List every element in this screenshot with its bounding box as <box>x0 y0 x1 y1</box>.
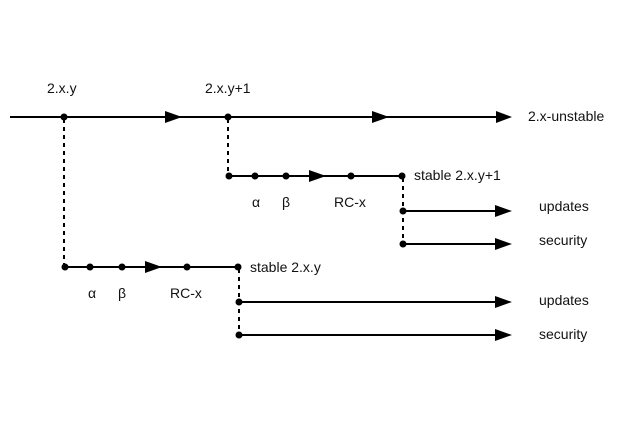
branch-lower-node-beta <box>118 263 126 271</box>
branch-lower-label-stable: stable 2.x.y <box>250 259 321 275</box>
branch-upper-node-rc <box>347 172 355 180</box>
branch-lower-label-updates: updates <box>539 292 589 308</box>
trunk: 2.x.y 2.x.y+1 2.x-unstable <box>10 80 604 124</box>
trunk-arrow-end <box>496 111 512 123</box>
trunk-node-2xy1 <box>224 113 232 121</box>
branch-lower-node-stable <box>234 263 242 271</box>
branch-lower-security-arrow <box>495 329 512 341</box>
branch-upper-security-arrow <box>495 238 512 250</box>
branch-lower-label-alpha: α <box>88 285 96 301</box>
branch-lower-label-rc: RC-x <box>170 285 202 301</box>
branch-lower: α β RC-x stable 2.x.y updates security <box>61 119 589 342</box>
branch-upper-node-start <box>225 172 233 180</box>
branch-lower-node-rc <box>183 263 191 271</box>
trunk-arrow-1 <box>165 111 182 123</box>
branch-lower-updates-arrow <box>495 296 512 308</box>
trunk-arrow-2 <box>372 111 389 123</box>
branch-upper-label-stable: stable 2.x.y+1 <box>414 167 501 183</box>
trunk-node-2xy <box>60 113 68 121</box>
branch-lower-node-start <box>61 263 69 271</box>
trunk-label-unstable: 2.x-unstable <box>528 108 604 124</box>
branch-upper-arrow <box>309 170 326 182</box>
branch-upper-node-beta <box>282 172 290 180</box>
branch-lower-label-security: security <box>539 326 587 342</box>
branch-upper-label-rc: RC-x <box>334 194 366 210</box>
branch-lower-label-beta: β <box>118 285 126 301</box>
branch-upper-node-stable <box>398 172 406 180</box>
trunk-label-2xy1: 2.x.y+1 <box>205 80 251 96</box>
branch-upper-updates-arrow <box>495 205 512 217</box>
branch-upper-label-security: security <box>539 232 587 248</box>
branch-lower-arrow <box>145 261 162 273</box>
branch-upper: α β RC-x stable 2.x.y+1 updates security <box>225 119 589 250</box>
trunk-label-2xy: 2.x.y <box>47 80 77 96</box>
branch-upper-label-updates: updates <box>539 198 589 214</box>
branch-upper-label-alpha: α <box>252 194 260 210</box>
branch-lower-node-alpha <box>86 263 94 271</box>
branch-upper-label-beta: β <box>282 194 290 210</box>
branch-upper-node-alpha <box>251 172 259 180</box>
